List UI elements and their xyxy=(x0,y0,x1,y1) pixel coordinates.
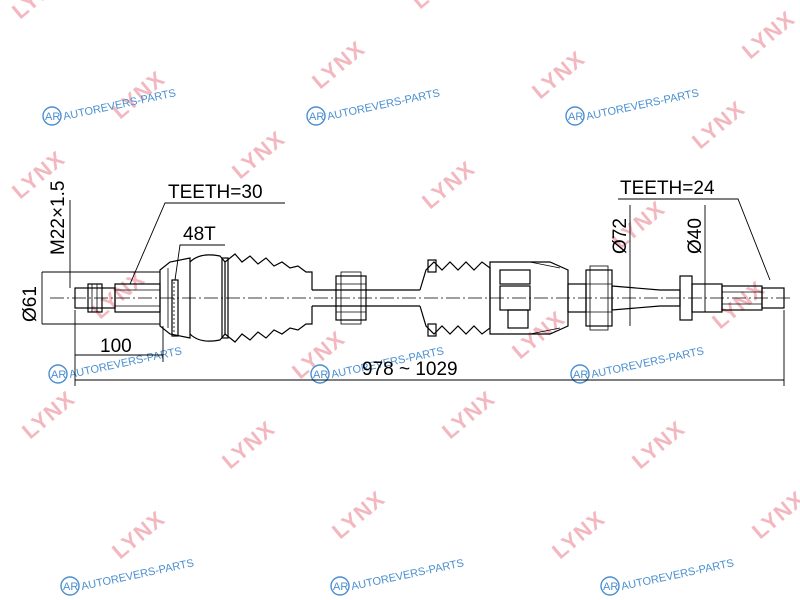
autorevers-logo-icon xyxy=(310,364,330,384)
autorevers-badge: AR xyxy=(63,581,78,593)
autorevers-badge: AR xyxy=(309,111,324,123)
autorevers-logo-icon xyxy=(600,576,620,596)
lynx-watermark: LYNX xyxy=(507,306,570,364)
inner-boot xyxy=(419,259,491,337)
autorevers-badge: AR xyxy=(45,111,60,123)
abs-ring-label: 48T xyxy=(183,224,216,245)
teeth-outer-label: TEETH=30 xyxy=(168,182,263,203)
dimension-lines xyxy=(41,198,785,386)
autorevers-logo-icon xyxy=(570,364,590,384)
lynx-watermark: LYNX xyxy=(307,36,370,94)
autorevers-text: AUTOREVERS-PARTS xyxy=(585,87,700,123)
lynx-watermark: LYNX xyxy=(547,506,610,564)
lynx-watermark: LYNX xyxy=(737,6,800,64)
lynx-watermark: LYNX xyxy=(407,0,470,14)
autorevers-badge: AR xyxy=(573,369,588,381)
lynx-watermark: LYNX xyxy=(747,486,800,544)
outer-diameter-label: Ø61 xyxy=(20,286,41,322)
drive-shaft xyxy=(50,253,790,343)
inner-cv-joint xyxy=(489,261,569,335)
lynx-watermark: LYNX xyxy=(17,386,80,444)
autorevers-text: AUTOREVERS-PARTS xyxy=(620,557,735,593)
autorevers-badge: AR xyxy=(568,111,583,123)
autorevers-logo-icon xyxy=(306,106,326,126)
autorevers-logo-icon xyxy=(60,576,80,596)
autorevers-logo-icon xyxy=(330,576,350,596)
lynx-watermark: LYNX xyxy=(417,156,480,214)
autorevers-text: AUTOREVERS-PARTS xyxy=(80,557,195,593)
lynx-watermark: LYNX xyxy=(7,0,70,24)
lynx-watermark: LYNX xyxy=(217,416,280,474)
autorevers-badge: AR xyxy=(603,581,618,593)
lynx-watermark: LYNX xyxy=(227,126,290,184)
thread-label: M22×1.5 xyxy=(48,181,69,255)
damper xyxy=(335,271,367,325)
lynx-watermark: LYNX xyxy=(107,506,170,564)
outer-length-label: 100 xyxy=(100,336,132,357)
lynx-watermark: LYNX xyxy=(437,386,500,444)
lynx-watermark: LYNX xyxy=(627,416,690,474)
autorevers-text: AUTOREVERS-PARTS xyxy=(590,345,705,381)
lynx-watermark: LYNX xyxy=(627,0,690,4)
lynx-watermark: LYNX xyxy=(687,96,750,154)
autorevers-text: AUTOREVERS-PARTS xyxy=(350,557,465,593)
lynx-watermark: LYNX xyxy=(87,266,150,324)
lynx-watermark: LYNX xyxy=(527,46,590,104)
lynx-watermark: LYNX xyxy=(187,0,250,4)
autorevers-badge: AR xyxy=(51,369,66,381)
overall-length-label: 978 ~ 1029 xyxy=(362,359,458,380)
abs-ring xyxy=(171,279,179,337)
autorevers-badge: AR xyxy=(313,369,328,381)
teeth-inner-label: TEETH=24 xyxy=(620,178,715,199)
outer-boot xyxy=(221,253,313,343)
autorevers-text: AUTOREVERS-PARTS xyxy=(326,87,441,123)
autorevers-logo-icon xyxy=(565,106,585,126)
lynx-watermark: LYNX xyxy=(327,486,390,544)
bearing-diameter-label: Ø72 xyxy=(610,218,631,254)
autorevers-logo-icon xyxy=(48,364,68,384)
autorevers-badge: AR xyxy=(333,581,348,593)
outer-cv-joint xyxy=(159,254,226,342)
inner-diameter-label: Ø40 xyxy=(685,218,706,254)
autorevers-logo-icon xyxy=(42,106,62,126)
inner-spline xyxy=(679,275,785,321)
